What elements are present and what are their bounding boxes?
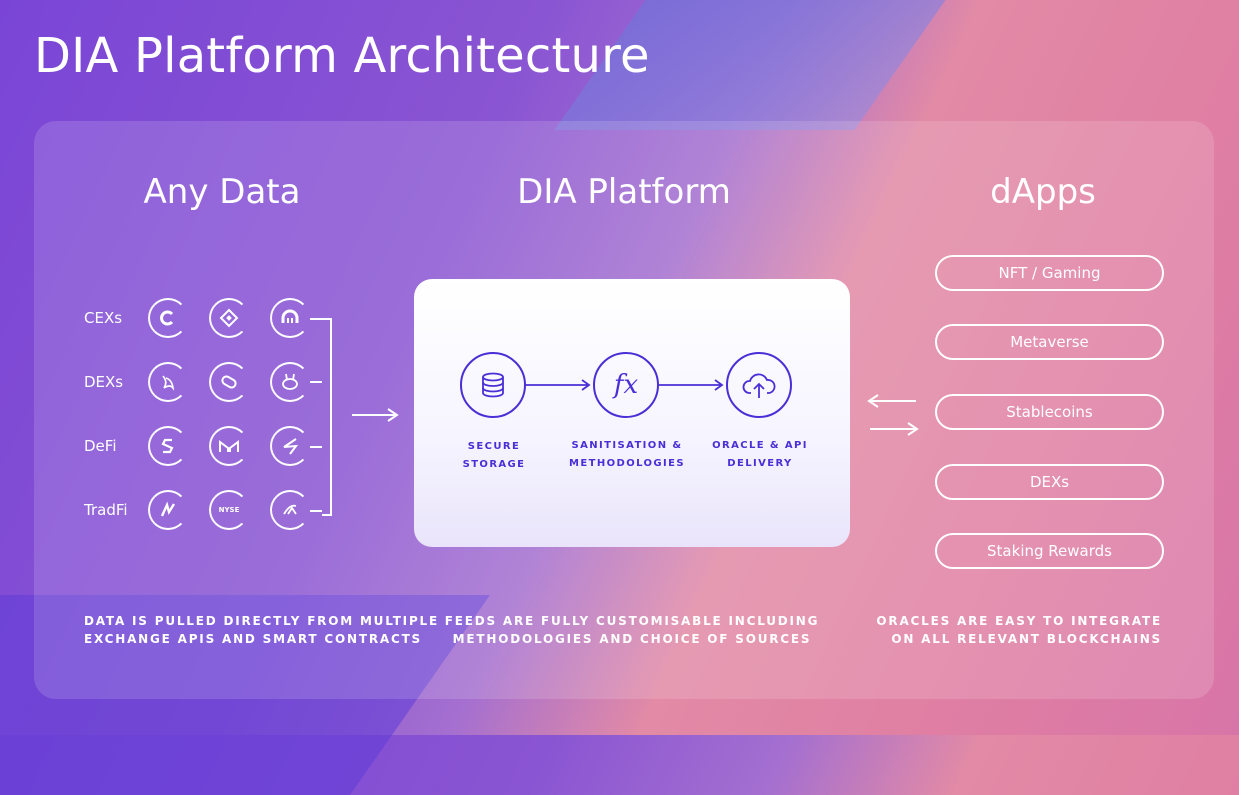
sushiswap-icon bbox=[209, 362, 249, 402]
nyse-icon: NYSE bbox=[209, 490, 249, 530]
bracket-tick bbox=[310, 510, 322, 512]
secure-storage-line2: STORAGE bbox=[462, 459, 526, 470]
dapp-pill-dexs: DEXs bbox=[935, 464, 1164, 500]
source-label-dexs: DEXs bbox=[84, 373, 124, 391]
dapps-caption-line1: ORACLES ARE EASY TO INTEGRATE bbox=[876, 614, 1162, 628]
function-icon: fx bbox=[593, 352, 659, 418]
cloud-upload-icon bbox=[726, 352, 792, 418]
uniswap-icon bbox=[148, 362, 188, 402]
sanitisation-line1: SANITISATION & bbox=[571, 440, 683, 451]
process-arrow-2 bbox=[659, 379, 724, 391]
sources-to-platform-arrow bbox=[352, 408, 399, 422]
process-arrow-1 bbox=[526, 379, 591, 391]
sanitisation-label: SANITISATION & METHODOLOGIES bbox=[557, 437, 697, 473]
synthetix-icon bbox=[148, 426, 188, 466]
sanitisation-line2: METHODOLOGIES bbox=[569, 458, 685, 469]
secure-storage-label: SECURE STORAGE bbox=[424, 438, 564, 474]
dia-platform-caption: FEEDS ARE FULLY CUSTOMISABLE INCLUDING M… bbox=[432, 612, 832, 648]
bracket-tick bbox=[310, 446, 322, 448]
yahoo-finance-icon bbox=[270, 490, 310, 530]
nasdaq-icon bbox=[148, 490, 188, 530]
maker-icon bbox=[209, 426, 249, 466]
pancakeswap-icon bbox=[270, 362, 310, 402]
bracket-tick bbox=[310, 381, 322, 383]
oracle-delivery-line1: ORACLE & API bbox=[712, 440, 808, 451]
dia-platform-caption-line2: METHODOLOGIES AND CHOICE OF SOURCES bbox=[452, 632, 812, 646]
any-data-caption: DATA IS PULLED DIRECTLY FROM MULTIPLE EX… bbox=[84, 612, 439, 648]
any-data-heading: Any Data bbox=[143, 172, 301, 212]
bidirectional-arrows bbox=[867, 394, 919, 436]
page-title: DIA Platform Architecture bbox=[34, 28, 650, 84]
oracle-delivery-line2: DELIVERY bbox=[727, 458, 793, 469]
dia-platform-heading: DIA Platform bbox=[517, 172, 731, 212]
kraken-icon bbox=[270, 298, 310, 338]
dia-platform-caption-line1: FEEDS ARE FULLY CUSTOMISABLE INCLUDING bbox=[444, 614, 820, 628]
dapp-pill-nft-gaming: NFT / Gaming bbox=[935, 255, 1164, 291]
secure-storage-line1: SECURE bbox=[467, 441, 521, 452]
compound-icon bbox=[270, 426, 310, 466]
source-label-cexs: CEXs bbox=[84, 309, 123, 327]
any-data-caption-line1: DATA IS PULLED DIRECTLY FROM MULTIPLE bbox=[84, 614, 439, 628]
dapp-pill-metaverse: Metaverse bbox=[935, 324, 1164, 360]
oracle-delivery-label: ORACLE & API DELIVERY bbox=[690, 437, 830, 473]
source-label-defi: DeFi bbox=[84, 437, 117, 455]
dapps-caption: ORACLES ARE EASY TO INTEGRATE ON ALL REL… bbox=[862, 612, 1162, 648]
nyse-icon-text: NYSE bbox=[218, 506, 240, 514]
dapp-pill-stablecoins: Stablecoins bbox=[935, 394, 1164, 430]
sources-bracket bbox=[322, 318, 332, 516]
source-label-tradfi: TradFi bbox=[84, 501, 128, 519]
coinbase-icon bbox=[148, 298, 188, 338]
bracket-tick bbox=[310, 318, 322, 320]
database-icon bbox=[460, 352, 526, 418]
any-data-caption-line2: EXCHANGE APIS AND SMART CONTRACTS bbox=[84, 632, 422, 646]
dapps-caption-line2: ON ALL RELEVANT BLOCKCHAINS bbox=[891, 632, 1162, 646]
dapps-heading: dApps bbox=[990, 172, 1096, 212]
dapp-pill-staking-rewards: Staking Rewards bbox=[935, 533, 1164, 569]
binance-icon bbox=[209, 298, 249, 338]
fx-symbol: fx bbox=[613, 370, 639, 400]
